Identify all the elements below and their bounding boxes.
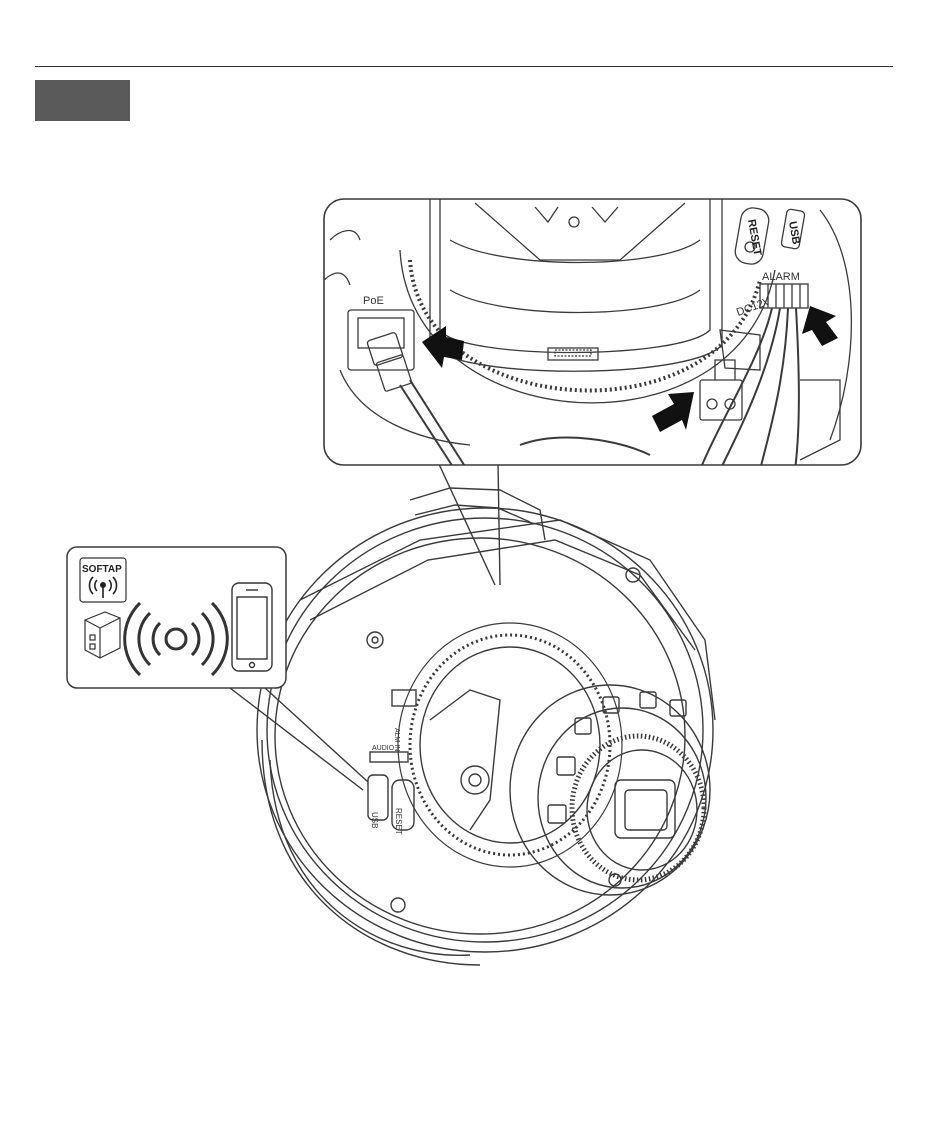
smartphone-icon (232, 583, 272, 671)
camera-alarm-in-label: ALM IN (393, 728, 400, 751)
detail-callout-softap: SOFTAP (67, 547, 286, 688)
detail-callout-top: PoE RESET USB ALARM DC12V (324, 199, 861, 470)
camera-reset-label: RESET (394, 808, 403, 835)
poe-label: PoE (363, 295, 384, 307)
softap-label: SOFTAP (82, 564, 122, 575)
alarm-label: ALARM (762, 271, 800, 283)
camera-audio-label: AUDIO (372, 745, 395, 752)
camera-body (257, 488, 715, 965)
camera-usb-label: USB (370, 812, 379, 828)
usb-dongle-icon (85, 612, 120, 658)
